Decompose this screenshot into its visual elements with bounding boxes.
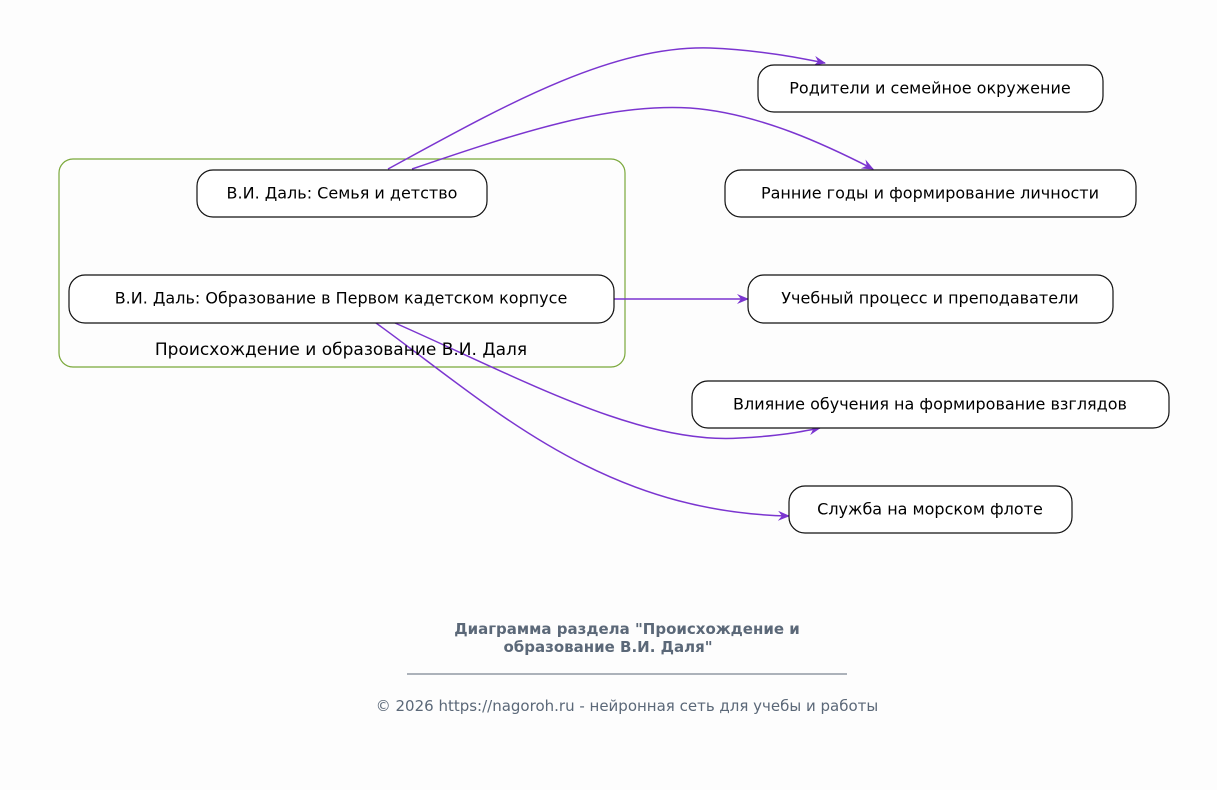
- node-cadet-corps-education[interactable]: В.И. Даль: Образование в Первом кадетско…: [68, 274, 615, 324]
- cluster-label: Происхождение и образование В.И. Даля: [155, 340, 527, 360]
- node-label: Влияние обучения на формирование взглядо…: [733, 395, 1127, 414]
- caption-title-line2: образование В.И. Даля": [503, 638, 712, 656]
- edge-education-to-influence: [394, 322, 821, 440]
- cluster-origin-education: [58, 158, 626, 368]
- node-label: Учебный процесс и преподаватели: [781, 289, 1078, 308]
- node-early-years[interactable]: Ранние годы и формирование личности: [724, 169, 1137, 218]
- edge-family-to-early-years: [411, 106, 874, 170]
- node-label: Родители и семейное окружение: [789, 79, 1070, 98]
- edges: [375, 47, 874, 521]
- edge-education-to-navy: [375, 322, 790, 521]
- node-parents[interactable]: Родители и семейное окружение: [757, 64, 1104, 113]
- caption-title-line1: Диаграмма раздела "Происхождение и: [454, 620, 800, 638]
- node-learning-process[interactable]: Учебный процесс и преподаватели: [747, 274, 1114, 324]
- node-label: В.И. Даль: Семья и детство: [227, 184, 458, 203]
- node-label: Служба на морском флоте: [817, 500, 1043, 519]
- node-family-childhood[interactable]: В.И. Даль: Семья и детство: [196, 169, 488, 218]
- node-navy-service[interactable]: Служба на морском флоте: [788, 485, 1073, 534]
- node-label: В.И. Даль: Образование в Первом кадетско…: [115, 289, 568, 308]
- node-influence[interactable]: Влияние обучения на формирование взглядо…: [691, 380, 1170, 429]
- edge-family-to-parents: [387, 47, 826, 170]
- node-label: Ранние годы и формирование личности: [761, 184, 1099, 203]
- footer-copyright: © 2026 https://nagoroh.ru - нейронная се…: [376, 697, 879, 715]
